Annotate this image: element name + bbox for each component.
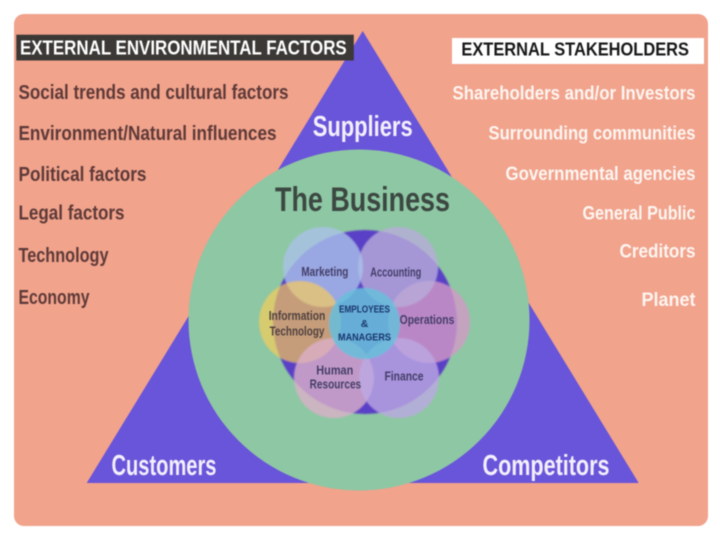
svg-text:Finance: Finance [385,369,424,384]
svg-text:Creditors: Creditors [620,241,696,263]
svg-text:Economy: Economy [19,286,90,309]
svg-text:Legal factors: Legal factors [19,202,125,225]
svg-text:Environment/Natural influences: Environment/Natural influences [19,122,277,145]
svg-text:Political factors: Political factors [19,163,147,186]
svg-text:Human: Human [316,363,353,378]
svg-text:&: & [361,318,369,330]
svg-text:Suppliers: Suppliers [313,111,413,143]
svg-text:General Public: General Public [583,203,696,225]
svg-text:Customers: Customers [112,450,217,482]
svg-text:EXTERNAL ENVIRONMENTAL FACTORS: EXTERNAL ENVIRONMENTAL FACTORS [20,38,347,60]
svg-text:Shareholders and/or Investors: Shareholders and/or Investors [453,83,696,105]
svg-text:EMPLOYEES: EMPLOYEES [339,304,390,316]
svg-text:EXTERNAL STAKEHOLDERS: EXTERNAL STAKEHOLDERS [461,39,689,59]
svg-text:Planet: Planet [642,289,696,311]
svg-text:Surrounding communities: Surrounding communities [489,123,696,145]
svg-text:Technology: Technology [270,324,325,339]
svg-text:Competitors: Competitors [483,450,610,482]
svg-text:Technology: Technology [19,244,109,267]
svg-text:Accounting: Accounting [370,265,421,280]
svg-text:Social trends and cultural fac: Social trends and cultural factors [19,81,289,104]
svg-text:Marketing: Marketing [301,264,348,279]
svg-text:Governmental agencies: Governmental agencies [506,163,696,185]
svg-text:MANAGERS: MANAGERS [338,332,391,344]
svg-text:Information: Information [269,308,326,323]
svg-text:Resources: Resources [310,376,362,391]
svg-text:The Business: The Business [275,181,450,219]
svg-text:Operations: Operations [400,312,455,327]
